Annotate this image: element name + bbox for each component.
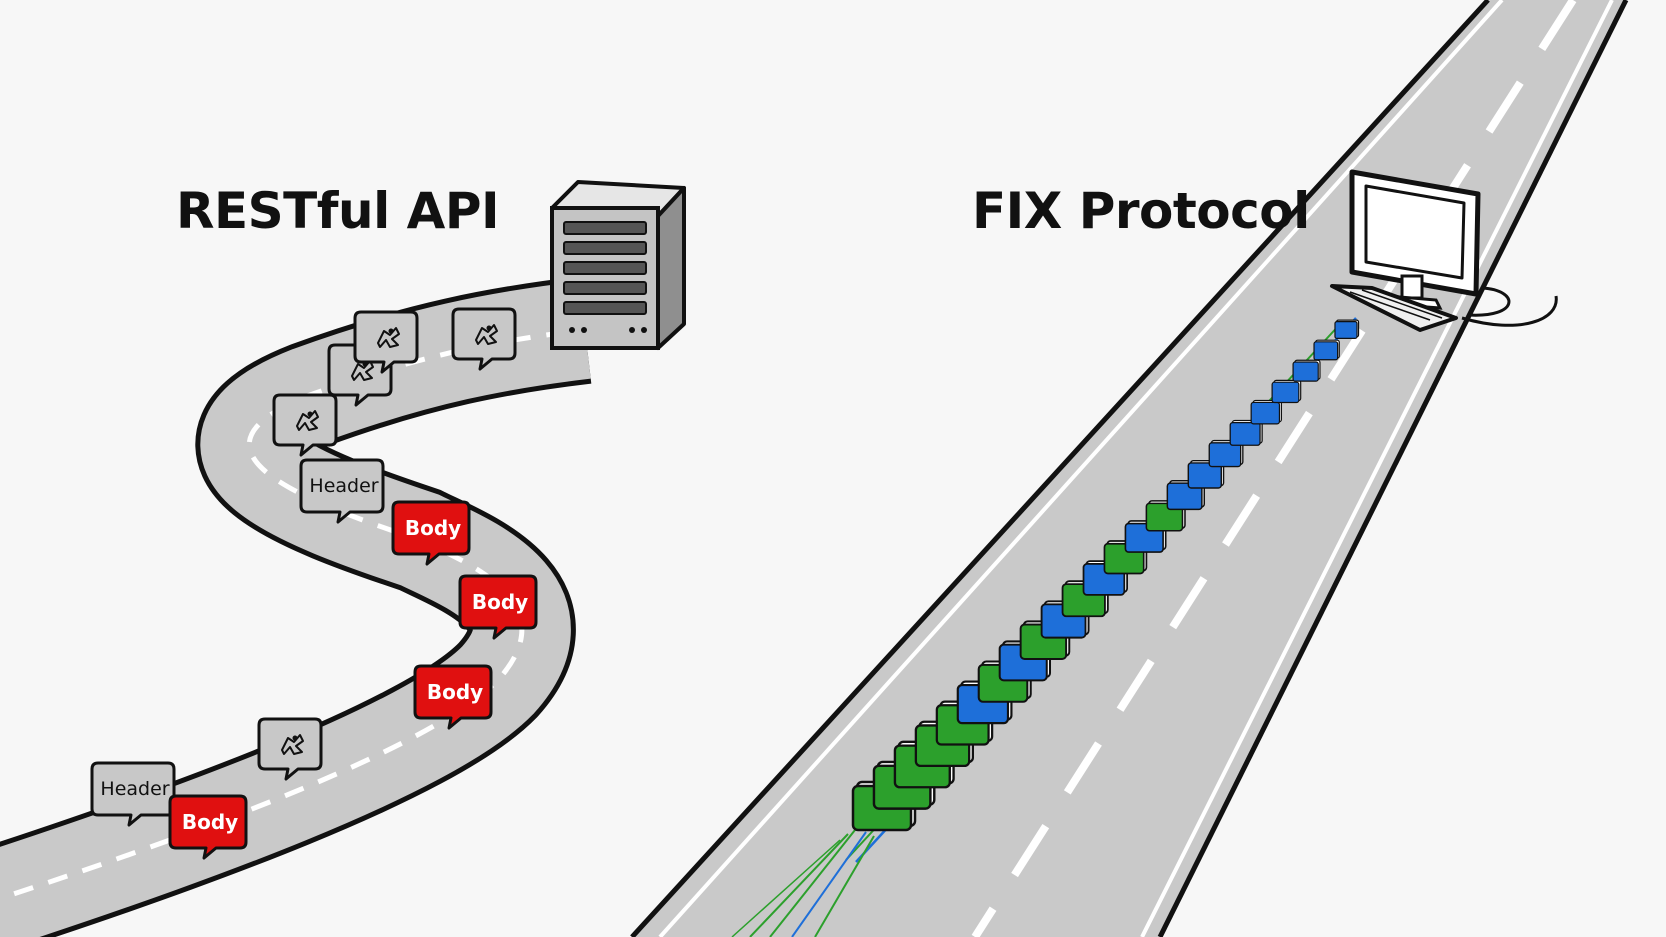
fix-packet [1271, 379, 1302, 404]
message-icon-bubble [451, 307, 517, 371]
body-label: Body [427, 680, 483, 704]
server-icon [550, 180, 686, 350]
header-bubble: Header [90, 761, 176, 827]
fix-road [630, 0, 1629, 937]
message-icon-bubble [257, 717, 323, 781]
body-label: Body [182, 810, 238, 834]
fix-packet [1208, 439, 1244, 468]
body-bubble: Body [391, 500, 471, 566]
header-bubble: Header [299, 458, 385, 524]
fix-packet [1166, 480, 1206, 511]
computer-icon [1330, 169, 1558, 332]
fix-packet [1229, 419, 1263, 446]
body-bubble: Body [413, 664, 493, 730]
header-label: Header [309, 475, 378, 497]
fix-packet [1292, 359, 1321, 382]
body-label: Body [472, 590, 528, 614]
fix-packet-stream [851, 319, 1360, 832]
message-icon-bubble [272, 393, 338, 457]
fix-packet [1250, 399, 1283, 425]
restful-api-title: RESTful API [176, 182, 500, 240]
body-bubble: Body [458, 574, 538, 640]
header-label: Header [100, 778, 169, 800]
fix-packet [1313, 339, 1340, 361]
fix-protocol-title: FIX Protocol [972, 182, 1310, 240]
body-bubble: Body [168, 794, 248, 860]
body-label: Body [405, 516, 461, 540]
message-icon-bubble [353, 310, 419, 374]
fix-packet [1334, 319, 1360, 339]
